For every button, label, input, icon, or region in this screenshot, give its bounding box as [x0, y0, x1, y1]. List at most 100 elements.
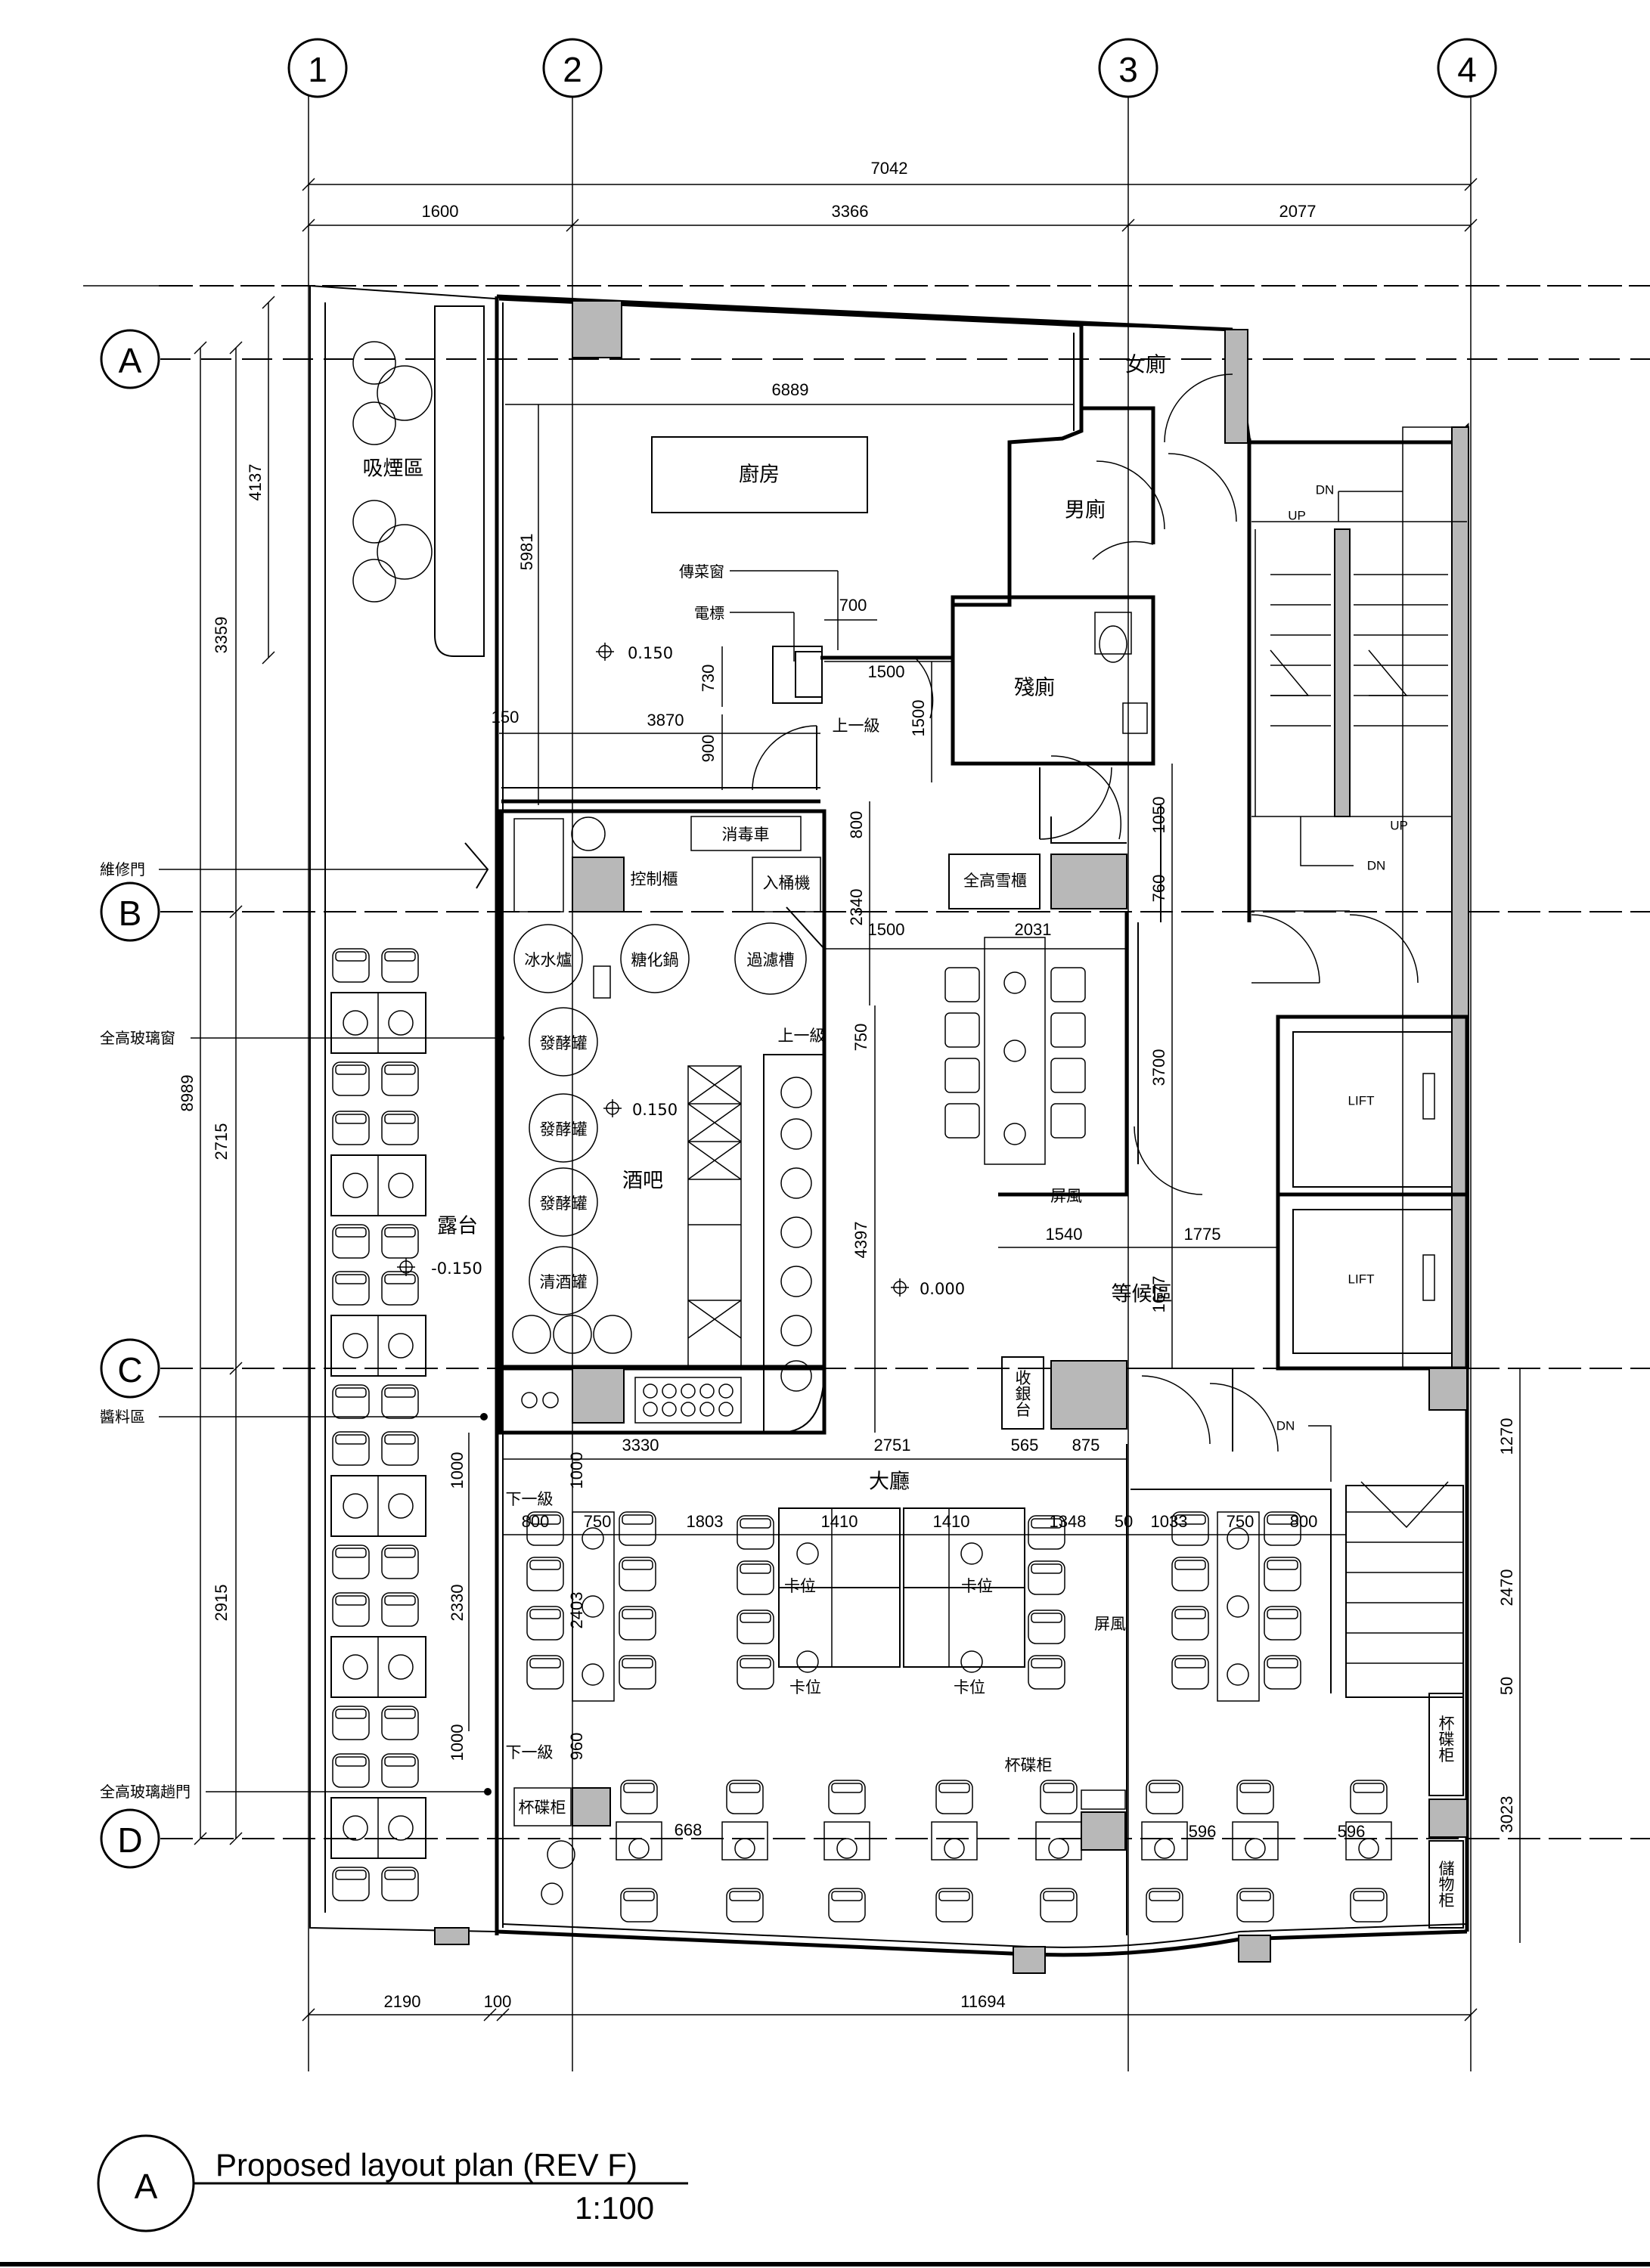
chair [381, 1384, 419, 1419]
grid-row-b: B [100, 881, 160, 942]
dim-960: 960 [567, 1733, 586, 1761]
dim-2330: 2330 [448, 1585, 467, 1622]
chair [619, 1557, 656, 1591]
chair [619, 1511, 656, 1546]
left-dimensions: 8989 3359 2715 2915 4137 [178, 296, 275, 1845]
chair [381, 1706, 419, 1740]
dim-bottom-1: 2190 [384, 1992, 421, 2011]
chair [381, 1224, 419, 1259]
chair [332, 1224, 370, 1259]
dim-150: 150 [492, 708, 520, 727]
dim-1000c: 1000 [567, 1452, 586, 1489]
lifts: LIFT LIFT [1276, 1015, 1469, 1411]
dim-left-seg-2: 2715 [212, 1123, 231, 1160]
top-dimensions: 7042 1600 3366 2077 [302, 159, 1478, 232]
chair [620, 1780, 658, 1814]
chair [737, 1610, 774, 1644]
grid-column-2: 2 [542, 38, 603, 98]
dim-right-3: 50 [1497, 1677, 1516, 1695]
room-disabled-label: 殘廁 [1014, 677, 1055, 700]
dim-750v: 750 [851, 1024, 870, 1052]
callout-glass-window: 全高玻璃窗 [100, 1029, 175, 1047]
outer-walls [309, 285, 1469, 1957]
chair [1264, 1606, 1301, 1641]
chair [381, 948, 419, 983]
dim-2340: 2340 [847, 889, 866, 926]
label-dn-top: DN [1316, 483, 1335, 497]
grid-label: 2 [563, 50, 582, 89]
chair [1236, 1888, 1274, 1923]
label-screen-2a: 屏風 [1094, 1615, 1126, 1633]
dim-top-total: 7042 [871, 159, 908, 178]
grid-label: D [117, 1820, 142, 1860]
dim-1000b: 1000 [448, 1724, 467, 1761]
chair [619, 1606, 656, 1641]
dim-1775: 1775 [1184, 1225, 1221, 1244]
dim-row-7: 50 [1115, 1512, 1133, 1531]
dim-left-seg-1: 3359 [212, 617, 231, 654]
label-step-down-1: 下一級 [506, 1490, 554, 1508]
label-bright-tank: 清酒罐 [540, 1273, 588, 1291]
dim-4397: 4397 [851, 1222, 870, 1259]
waiting-area: 全高雪櫃 屏風 等候區 0.000 收銀台 [891, 755, 1279, 1452]
front-table [1345, 1780, 1392, 1923]
room-bar-label: 酒吧 [622, 1170, 663, 1193]
right-dimensions: 1270 2470 50 3023 [1497, 1368, 1521, 1943]
chair [1171, 1511, 1209, 1546]
chair [1028, 1560, 1065, 1595]
chair [1146, 1888, 1183, 1923]
grid-label: 4 [1457, 50, 1477, 89]
callout-sauce-area: 醬料區 [100, 1408, 145, 1426]
room-hall-label: 大廳 [869, 1470, 910, 1494]
chair [737, 1655, 774, 1690]
chair [381, 1061, 419, 1096]
label-pass-window: 傳菜窗 [679, 562, 724, 581]
dim-top-seg-1: 1600 [422, 202, 459, 221]
dim-1677: 1677 [1149, 1276, 1168, 1313]
hall: 大廳 3330 2751 565 875 1000 2330 1000 1000… [448, 1433, 1346, 1935]
hall-row-dims: 800 750 1803 1410 1410 1348 50 1033 750 … [522, 1512, 1366, 1841]
booth-3-label: 卡位 [789, 1678, 821, 1696]
chair [332, 1061, 370, 1096]
chair [332, 1111, 370, 1145]
dim-596b: 596 [1338, 1822, 1366, 1841]
terrace-table [330, 1592, 426, 1740]
dim-760: 760 [1149, 875, 1168, 903]
grid-column-4: 4 [1437, 38, 1497, 98]
chair [332, 1867, 370, 1901]
grid-label: 3 [1118, 50, 1138, 89]
chair [1028, 1610, 1065, 1644]
dim-left-total: 8989 [178, 1075, 197, 1112]
dim-3330: 3330 [622, 1436, 659, 1455]
chair [1171, 1557, 1209, 1591]
chair [526, 1511, 564, 1546]
level-bar: 0.150 [632, 1101, 678, 1119]
chair [726, 1888, 764, 1923]
terrace-table [330, 1753, 426, 1901]
callout-maintenance-door: 維修門 [100, 860, 145, 878]
label-step-up-2: 上一級 [778, 1027, 826, 1045]
dim-top-seg-3: 2077 [1279, 202, 1317, 221]
label-cashier: 收銀台 [1013, 1370, 1031, 1418]
dim-1000a: 1000 [448, 1452, 467, 1489]
label-up-mid: UP [1390, 819, 1408, 833]
label-step-down-2: 下一級 [506, 1743, 554, 1761]
chair [1171, 1606, 1209, 1641]
toilets: 女廁 男廁 殘廁 [951, 324, 1248, 840]
dim-right-4: 3023 [1497, 1796, 1516, 1833]
chair [726, 1780, 764, 1814]
chair [526, 1606, 564, 1641]
bottom-dimensions: 2190 100 11694 [302, 1992, 1478, 2022]
dim-3700: 3700 [1149, 1049, 1168, 1086]
chair [737, 1560, 774, 1595]
dim-875: 875 [1072, 1436, 1100, 1455]
label-storage: 儲物柜 [1437, 1861, 1455, 1908]
label-cup-cabinet-right: 杯碟柜 [1437, 1715, 1455, 1763]
chair [381, 1592, 419, 1627]
callouts: 維修門 全高玻璃窗 醬料區 全高玻璃趟門 [100, 842, 504, 1801]
dim-kitchen-depth: 5981 [517, 534, 536, 571]
front-table [931, 1780, 978, 1923]
dim-bottom-3: 11694 [960, 1992, 1006, 2011]
chair [828, 1780, 866, 1814]
label-fermenter-1: 發酵罐 [540, 1034, 588, 1052]
